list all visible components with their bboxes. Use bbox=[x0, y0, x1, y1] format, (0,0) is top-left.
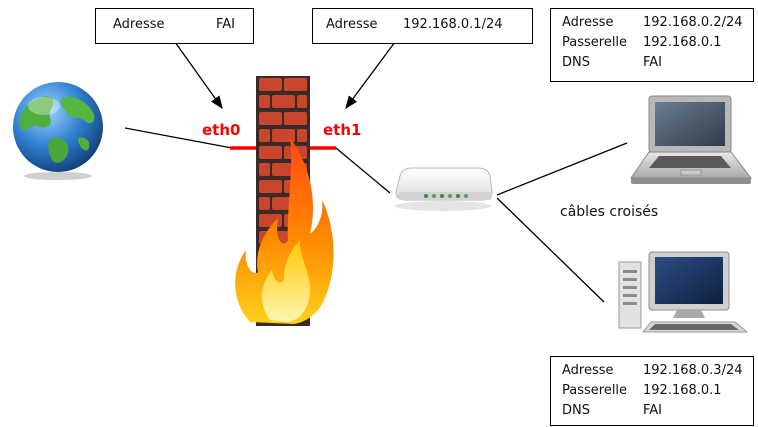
wire-eth1-to-switch bbox=[335, 147, 391, 194]
desktop-dns-label: DNS bbox=[562, 403, 590, 418]
laptop-address-value: 192.168.0.2/24 bbox=[643, 15, 743, 30]
desktop-dns-value: FAI bbox=[643, 403, 663, 418]
desktop-address-label: Adresse bbox=[562, 363, 614, 378]
eth1-address-box: Adresse 192.168.0.1/24 bbox=[312, 8, 533, 44]
wire-globe-to-eth0 bbox=[124, 127, 233, 149]
desktop-config-box: Adresse 192.168.0.3/24 Passerelle 192.16… bbox=[550, 356, 754, 426]
eth1-label: eth1 bbox=[323, 121, 362, 139]
laptop-gateway-value: 192.168.0.1 bbox=[643, 35, 722, 50]
firewall-brick bbox=[259, 180, 282, 193]
arrow-fai-to-eth0 bbox=[174, 41, 223, 110]
laptop-gateway-label: Passerelle bbox=[562, 35, 628, 50]
firewall-brick bbox=[259, 95, 270, 108]
firewall-brick bbox=[259, 78, 282, 91]
firewall-brick bbox=[259, 112, 282, 125]
laptop-config-box: Adresse 192.168.0.2/24 Passerelle 192.16… bbox=[550, 8, 754, 82]
firewall-icon bbox=[235, 76, 334, 326]
firewall-brick bbox=[259, 197, 270, 210]
eth0-label: eth0 bbox=[202, 121, 241, 139]
firewall-brick bbox=[272, 129, 295, 142]
fai-address-label: Adresse bbox=[113, 17, 165, 32]
arrow-eth1-address-to-eth1 bbox=[345, 41, 396, 110]
laptop-address-label: Adresse bbox=[562, 15, 614, 30]
crossover-cables-label: câbles croisés bbox=[560, 204, 659, 220]
firewall-brick bbox=[259, 129, 270, 142]
switch-icon bbox=[395, 167, 493, 211]
firewall-brick bbox=[284, 78, 307, 91]
wire-switch-to-desktop bbox=[496, 197, 605, 303]
desktop-gateway-value: 192.168.0.1 bbox=[643, 383, 722, 398]
eth1-address-label: Adresse bbox=[326, 17, 378, 32]
firewall-brick bbox=[259, 163, 270, 176]
fai-address-box: Adresse FAI bbox=[95, 8, 254, 44]
firewall-brick bbox=[272, 163, 295, 176]
desktop-gateway-label: Passerelle bbox=[562, 383, 628, 398]
laptop-dns-label: DNS bbox=[562, 55, 590, 70]
desktop-icon bbox=[618, 251, 749, 333]
laptop-dns-value: FAI bbox=[643, 55, 663, 70]
fai-address-value: FAI bbox=[216, 17, 236, 32]
desktop-address-value: 192.168.0.3/24 bbox=[643, 363, 743, 378]
globe-icon bbox=[13, 82, 103, 180]
eth1-address-value: 192.168.0.1/24 bbox=[403, 17, 503, 32]
wire-switch-to-laptop bbox=[496, 142, 628, 196]
firewall-brick bbox=[272, 95, 295, 108]
firewall-brick bbox=[297, 95, 307, 108]
firewall-brick bbox=[259, 146, 282, 159]
firewall-brick bbox=[297, 129, 307, 142]
firewall-brick bbox=[259, 214, 282, 227]
firewall-brick bbox=[284, 112, 307, 125]
laptop-icon bbox=[630, 95, 753, 184]
